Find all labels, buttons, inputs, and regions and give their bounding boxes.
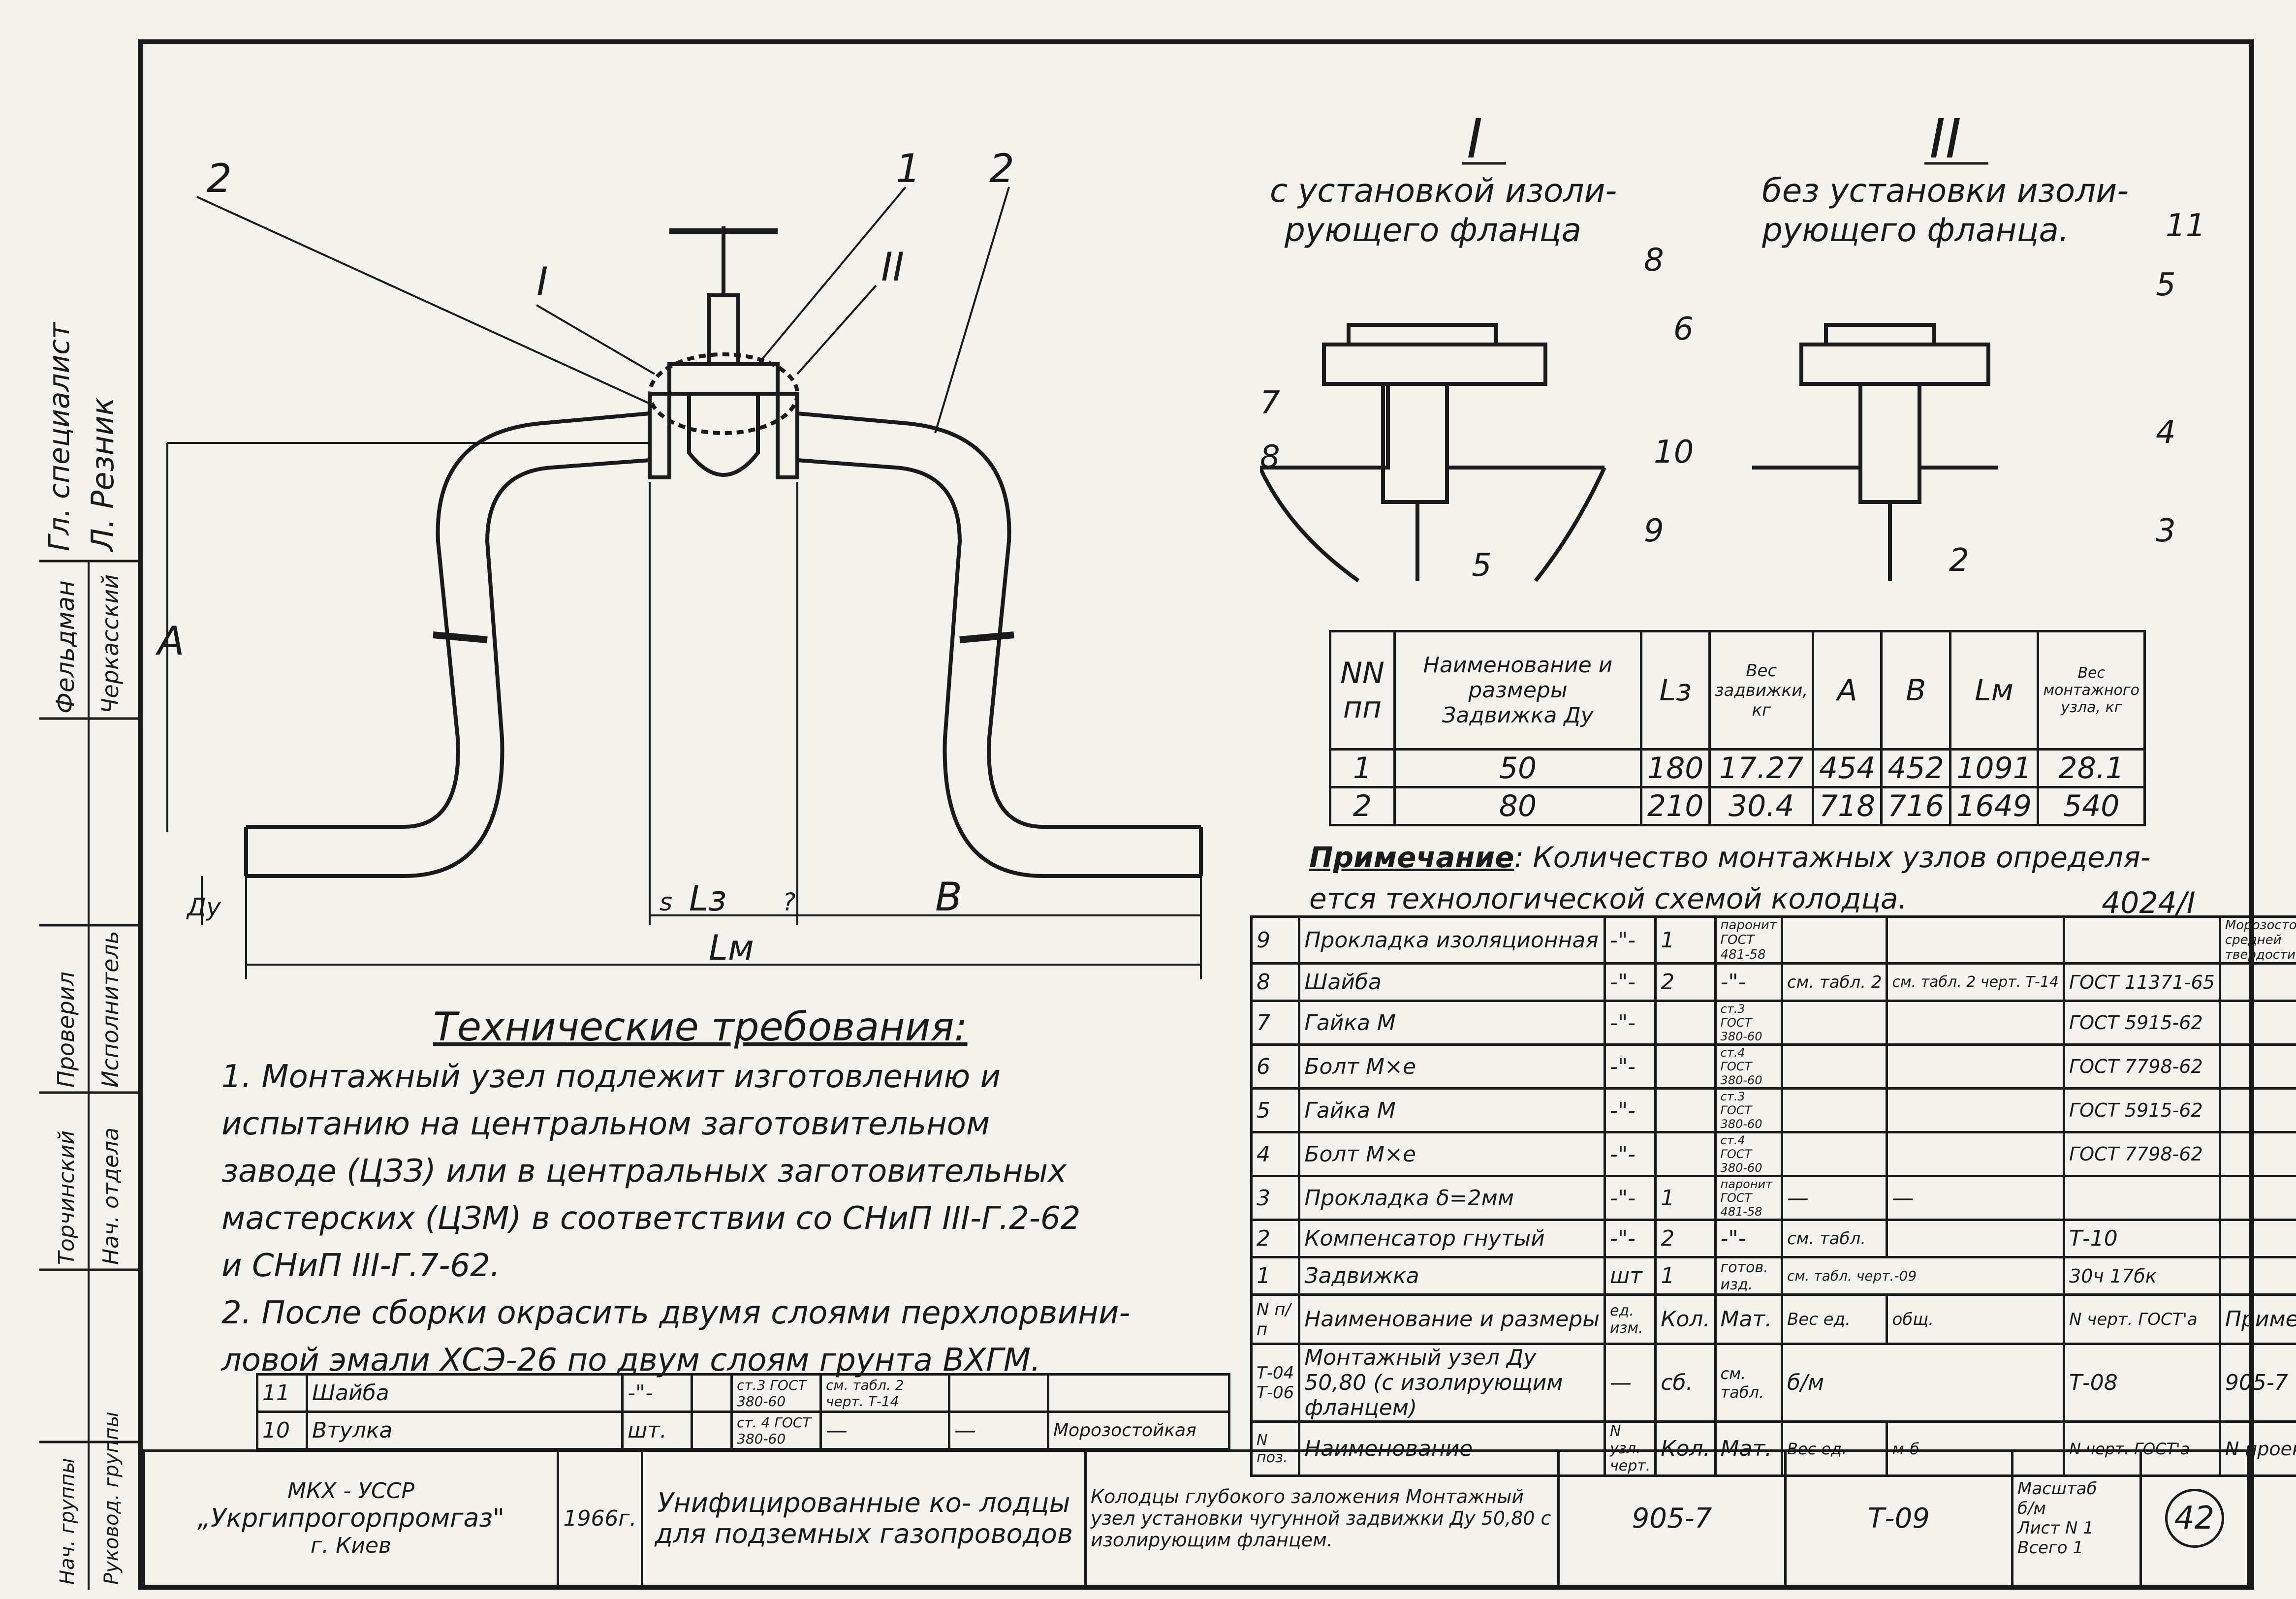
v1-callout-6: 6 <box>1673 311 1694 347</box>
dim-Lm: Lм <box>709 928 754 968</box>
dt-h-vesz: Вес задвижки, кг <box>1708 630 1814 751</box>
sheet-code: 4024/I <box>2102 886 2196 920</box>
tech-req-title: Технические требования: <box>433 1004 968 1050</box>
valve <box>648 226 799 479</box>
v1-callout-8b: 8 <box>1260 439 1280 475</box>
stamp-org: МКХ - УССР „Укргипрогорпромгаз" г. Киев <box>143 1449 559 1587</box>
compensator-pipe <box>244 411 1203 878</box>
v2-callout-11: 11 <box>2166 208 2205 244</box>
dt-h-b: B <box>1880 630 1951 751</box>
callout-main-2a: 2 <box>207 156 232 201</box>
callout-main-I: I <box>536 259 548 305</box>
view2-caption-1: без установки изоли- <box>1762 172 2129 210</box>
dt-h-lm: Lм <box>1949 630 2040 751</box>
callout-main-1: 1 <box>896 146 921 191</box>
side-role-4: Исполнитель <box>97 931 124 1088</box>
view1-caption-2: рующего фланца <box>1284 211 1581 249</box>
stamp-scale-block: Масштаб б/м Лист N 1 Всего 1 <box>2011 1449 2142 1587</box>
v1-callout-9: 9 <box>1644 513 1664 549</box>
view2-caption-2: рующего фланца. <box>1761 211 2069 249</box>
v2-callout-3: 3 <box>2156 513 2176 549</box>
dt-h-lz: Lз <box>1639 630 1711 751</box>
stamp-sheet-number: 42 <box>2140 1449 2249 1587</box>
dt-h-vesu: Вес монтажного узла, кг <box>2037 630 2146 751</box>
view1-caption-1: с установкой изоли- <box>1270 172 1617 210</box>
dim-A: A <box>155 618 185 664</box>
v1-callout-5: 5 <box>1472 547 1492 584</box>
side-role-6: Руковод. группы <box>100 1411 123 1585</box>
side-signature-block: Гл. специалист Л. Резник Фельдман Черкас… <box>39 39 142 1590</box>
detail-view-2: II без установки изоли- рующего фланца. … <box>1752 108 2205 581</box>
v1-callout-8a: 8 <box>1644 242 1664 279</box>
side-name-1: Фельдман <box>51 580 80 714</box>
side-role-3: Проверил <box>53 972 79 1088</box>
view2-numeral: II <box>1929 108 1961 170</box>
dim-B: B <box>935 874 962 920</box>
note: Примечание: Количество монтажных узлов о… <box>1309 841 2151 915</box>
dim-q: ? <box>783 888 796 916</box>
v1-callout-10: 10 <box>1654 434 1694 470</box>
callout-main-II: II <box>881 244 904 290</box>
stamp-series-title: Унифицированные ко- лодцы для подземных … <box>641 1449 1087 1587</box>
stamp-year: 1966г. <box>557 1449 643 1587</box>
stamp-drawing: Т-09 <box>1784 1449 2013 1587</box>
view1-numeral: I <box>1467 108 1482 170</box>
stamp-project: 905-7 <box>1557 1449 1787 1587</box>
dt-h-a: A <box>1811 630 1883 751</box>
v2-callout-4: 4 <box>2156 414 2176 451</box>
v2-callout-2: 2 <box>1949 542 1969 579</box>
side-name-0: Л. Резник <box>85 397 121 552</box>
v1-callout-7: 7 <box>1260 385 1280 421</box>
tech-req-text: 1. Монтажный узел подлежит изготовлению … <box>221 1059 1131 1379</box>
side-name-3: Торчинский <box>54 1130 79 1265</box>
detail-view-1: I с установкой изоли- рующего фланца 8 6… <box>1260 108 1694 584</box>
dim-Dy: Ду <box>186 893 221 921</box>
v2-callout-5: 5 <box>2156 267 2176 303</box>
dim-Lz: Lз <box>689 878 726 919</box>
side-signature-svg: Гл. специалист Л. Резник Фельдман Черкас… <box>39 321 138 1590</box>
stamp-sheet-title: Колодцы глубокого заложения Монтажный уз… <box>1084 1449 1560 1587</box>
dim-s: s <box>660 888 672 916</box>
side-name-2: Черкасский <box>97 574 124 714</box>
side-role-0: Гл. специалист <box>42 321 76 551</box>
dimension-lines <box>166 186 1202 979</box>
callout-main-2b: 2 <box>989 146 1014 191</box>
title-stamp: МКХ - УССР „Укргипрогорпромгаз" г. Киев … <box>143 1449 2249 1587</box>
side-role-1: Нач. отдела <box>98 1128 124 1265</box>
side-role-5: Нач. группы <box>56 1458 79 1585</box>
